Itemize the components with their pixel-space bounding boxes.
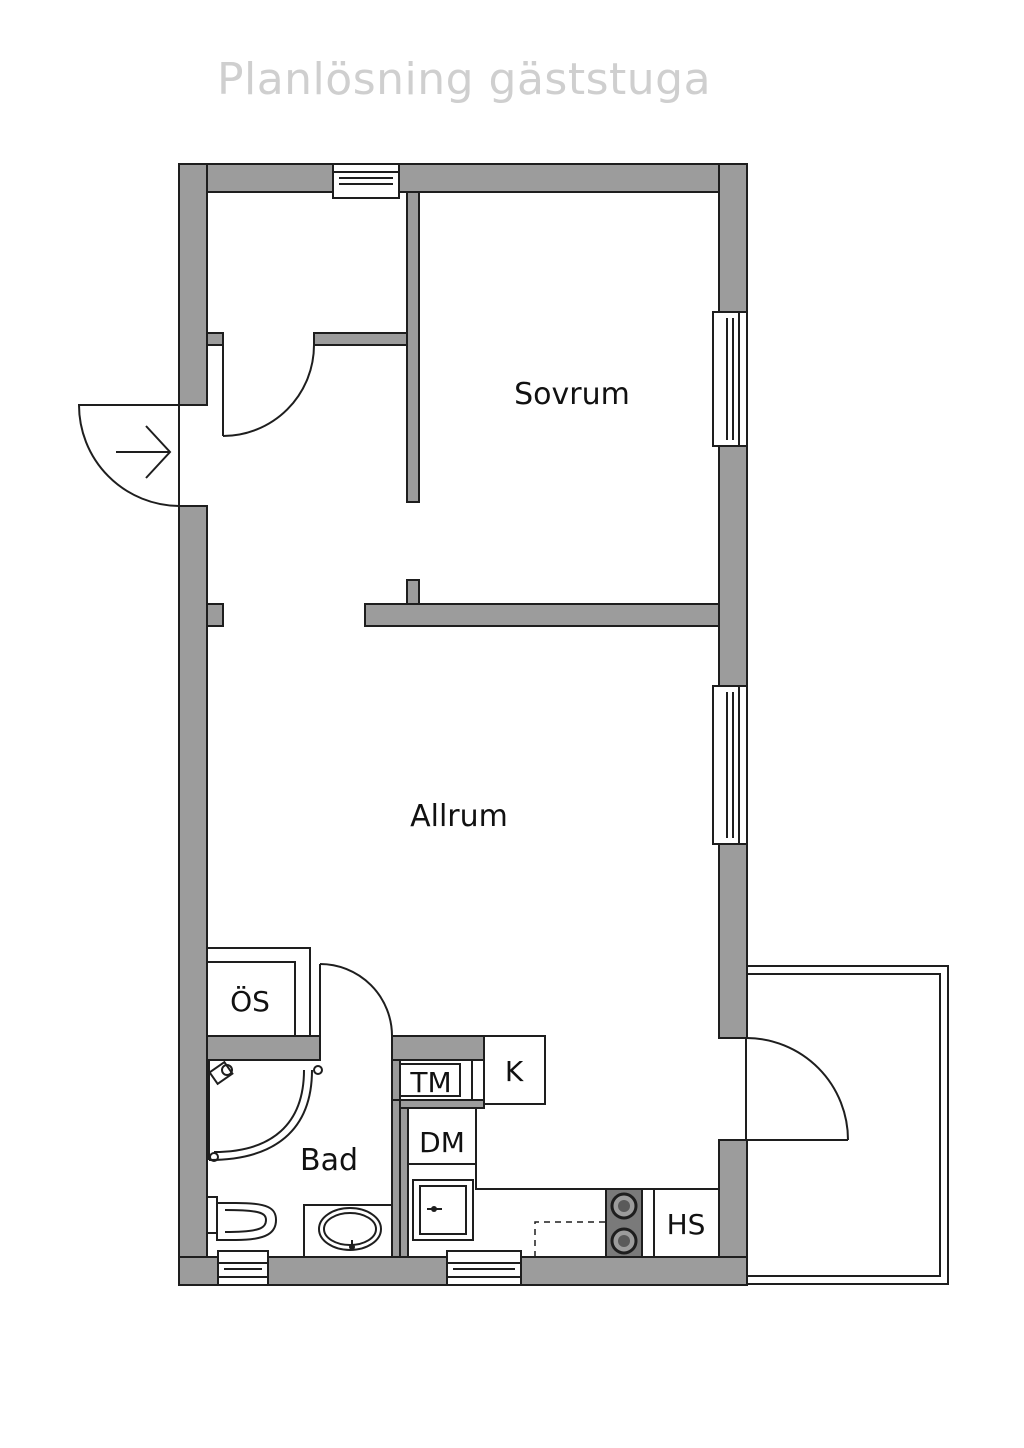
balcony [745, 965, 949, 1285]
shower [208, 1059, 323, 1162]
fixture-label-os: ÖS [230, 984, 270, 1018]
fixture-label-dm: DM [419, 1126, 465, 1159]
room-label-sovrum: Sovrum [514, 377, 630, 412]
fixture-label-hs: HS [667, 1208, 706, 1241]
entry-door [77, 404, 180, 507]
interior-walls [206, 191, 720, 1258]
kitchen-counter [408, 1107, 719, 1257]
window-bath [217, 1250, 269, 1286]
fixture-k: K [483, 1035, 546, 1105]
window-top [332, 163, 400, 199]
fixture-label-tm: TM [409, 1066, 451, 1099]
room-label-bad: Bad [300, 1143, 358, 1178]
window-kitchen [446, 1250, 522, 1286]
exterior-walls [178, 163, 748, 1286]
toilet [206, 1196, 278, 1241]
balcony-door [746, 1037, 849, 1141]
fixture-hs: HS [653, 1188, 720, 1258]
kitchen-sink [412, 1179, 474, 1241]
window-sovrum [712, 311, 748, 447]
bath-sink [303, 1204, 393, 1258]
plan-title: Planlösning gäststuga [217, 54, 711, 105]
fixture-os: ÖS [206, 947, 311, 1037]
entry-arrow-icon [116, 425, 172, 479]
stove [605, 1188, 643, 1258]
fixture-dm: DM [419, 1126, 465, 1159]
fixture-tm: TM [391, 1059, 473, 1101]
fixture-label-k: K [505, 1055, 524, 1088]
closet-door [222, 344, 315, 437]
room-label-allrum: Allrum [410, 799, 508, 834]
window-allrum [712, 685, 748, 845]
bath-door [319, 963, 393, 1037]
